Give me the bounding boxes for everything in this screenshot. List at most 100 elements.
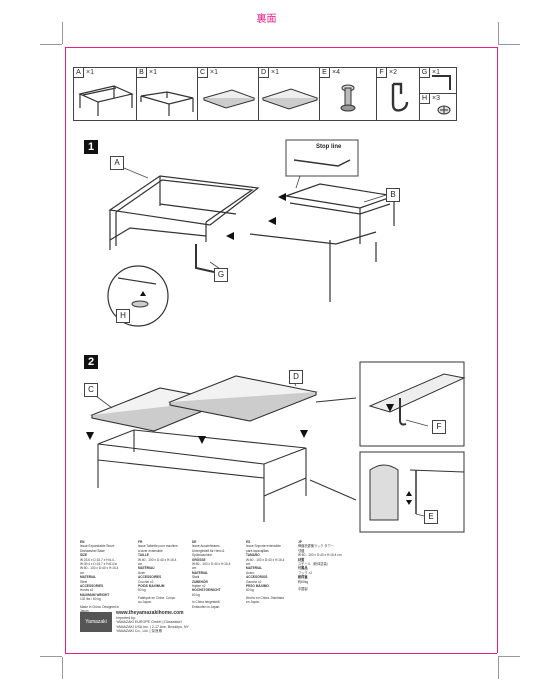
address-line: YAMAZAKI Co., Ltd. | 奈良県 (116, 629, 163, 634)
part-qty: ×3 (432, 95, 440, 102)
max-weight-value: 60 kg (192, 592, 200, 597)
spec-column-fr: FR Issue Tablette pour machine à laver e… (138, 540, 178, 605)
spec-column-en: EN Issue Expandable Stove Dishwasher Bas… (80, 540, 120, 614)
max-weight-heading: PESO MÁXIMO (246, 584, 269, 589)
page-header-label: 裏面 (256, 14, 277, 25)
size-value: W:60 - 100 x D:40 x H:16.4 cm (192, 562, 231, 571)
accessories-heading: 付属品 (298, 566, 308, 571)
frame-icon (78, 85, 134, 116)
product-title: Issue Ausziehbares Untergestell für Herd… (192, 544, 225, 558)
accessories-heading: ZUBEHÖR (192, 579, 208, 584)
material-heading: MATERIAL (80, 575, 97, 580)
max-weight-heading: MAXIMUM WEIGHT (80, 592, 110, 597)
accessories-value: Gancho x2 (246, 579, 262, 584)
adjuster-icon (340, 84, 356, 112)
frame-b-icon (140, 91, 194, 116)
size-heading: TAMAÑO (246, 553, 260, 558)
size-heading: SIZE (80, 553, 88, 558)
company-info: www.theyamazakihome.com Imported by: YAM… (116, 611, 276, 634)
origin-text: Hecho en China. Diseñado en Japón. (246, 595, 285, 605)
board-c-icon (202, 89, 256, 109)
origin-text: Fabriqué en Chine. Conçu au Japon. (138, 595, 176, 605)
part-letter: H (419, 93, 430, 104)
crop-mark (498, 44, 520, 45)
brand-logo: Yamazaki (80, 612, 112, 632)
trim-line (65, 47, 66, 653)
size-heading: 寸法 (298, 548, 305, 553)
part-letter: A (73, 67, 84, 78)
crop-mark (498, 657, 499, 679)
crop-mark (498, 22, 499, 44)
website: www.theyamazakihome.com (116, 610, 184, 616)
stop-line-callout: Stop line (316, 144, 342, 150)
trim-line (65, 653, 497, 654)
accessories-heading: ACCESSORIES (80, 584, 104, 589)
label-g: G (214, 268, 228, 282)
part-qty: ×1 (149, 69, 157, 76)
accessories-heading: ACCESSOIRES (138, 575, 162, 580)
trim-line (65, 47, 497, 48)
part-letter: E (319, 67, 330, 78)
material-value: Acero (246, 570, 255, 575)
lang-code: JP (298, 540, 302, 544)
origin-text: Made in China. Designed in Japan. (80, 604, 120, 613)
label-a: A (110, 156, 124, 170)
part-cell: G×1 H×3 (419, 67, 457, 121)
label-b: B (386, 188, 400, 202)
imported-by: Imported by: (116, 615, 136, 620)
screw-icon (437, 105, 451, 115)
crop-mark (498, 656, 520, 657)
origin-text: 中国製 (298, 587, 308, 592)
product-title: Issue Expandable Stove Dishwasher Base (80, 544, 115, 553)
address-line: YAMAZAKI EUROPE GmbH | Düsseldorf (116, 620, 182, 625)
part-letter: B (136, 67, 147, 78)
spec-column-de: DE Issue Ausziehbares Untergestell für H… (192, 540, 234, 609)
part-cell: D×1 (258, 67, 320, 121)
max-weight-value: 約60kg (298, 579, 309, 584)
part-cell: A×1 (73, 67, 137, 121)
size-value: W:23.6 x D:15.7 x H:6.4 - W:39.4 x D:15.… (80, 557, 118, 567)
part-letter: F (376, 67, 387, 78)
product-title: 伸縮洗濯機ラック タワー (298, 544, 334, 549)
hook-icon (391, 82, 409, 112)
material-heading: MATERIAL (246, 566, 263, 571)
size-value: W:60 - 100 x D:40 x H:16.4 cm (246, 557, 285, 567)
max-weight-value: 60 kg (138, 588, 146, 593)
lang-code: FR (138, 540, 143, 544)
product-title: Issue Tablette pour machine à laver exte… (138, 544, 178, 553)
part-letter: C (197, 67, 208, 78)
label-e: E (424, 510, 438, 524)
lang-code: EN (80, 540, 85, 544)
material-heading: MATERIAL (192, 570, 209, 575)
parts-list: A×1 B×1 C×1 D×1 E×4 F×2 G×1 H×3 (73, 67, 461, 123)
size-value: W:60 - 100 x D:40 x H:16.4 cm (298, 553, 342, 558)
material-value: Stahl (192, 575, 200, 580)
part-qty: ×1 (432, 69, 440, 76)
label-h: H (116, 309, 130, 323)
material-value: Acier (138, 570, 146, 575)
material-value: スチール（粉体塗装） (298, 562, 330, 567)
hex-key-icon (432, 75, 451, 90)
material-value: Steel (80, 579, 88, 584)
lang-code: ES (246, 540, 251, 544)
size-heading: GRÖSSE (192, 557, 206, 562)
origin-text: In China hergestellt. Entworfen in Japan… (192, 600, 221, 609)
size-value: W:60 - 100 x D:40 x H:16.4 cm (138, 557, 177, 567)
label-d: D (289, 370, 303, 384)
label-f: F (432, 420, 446, 434)
address-line: YAMAZAKI USA Inc. | 2-17 Ave, Brooklyn, … (116, 624, 189, 629)
max-weight-heading: POIDS MAXIMUM (138, 584, 165, 589)
max-weight-value: 132 lbs / 60 kg (80, 597, 101, 602)
accessories-value: フック ×2 (298, 570, 313, 575)
crop-mark (62, 657, 63, 679)
spec-column-es: ES Issue Soporte extensible para lavavaj… (246, 540, 286, 605)
lang-code: DE (192, 540, 197, 544)
material-heading: MATÉRIAU (138, 566, 155, 571)
trim-line (497, 47, 498, 653)
spec-column-jp: JP 伸縮洗濯機ラック タワー 寸法 W:60 - 100 x D:40 x H… (298, 540, 354, 591)
part-qty: ×4 (332, 69, 340, 76)
part-qty: ×2 (389, 69, 397, 76)
part-letter: G (419, 67, 430, 78)
part-qty: ×1 (210, 69, 218, 76)
